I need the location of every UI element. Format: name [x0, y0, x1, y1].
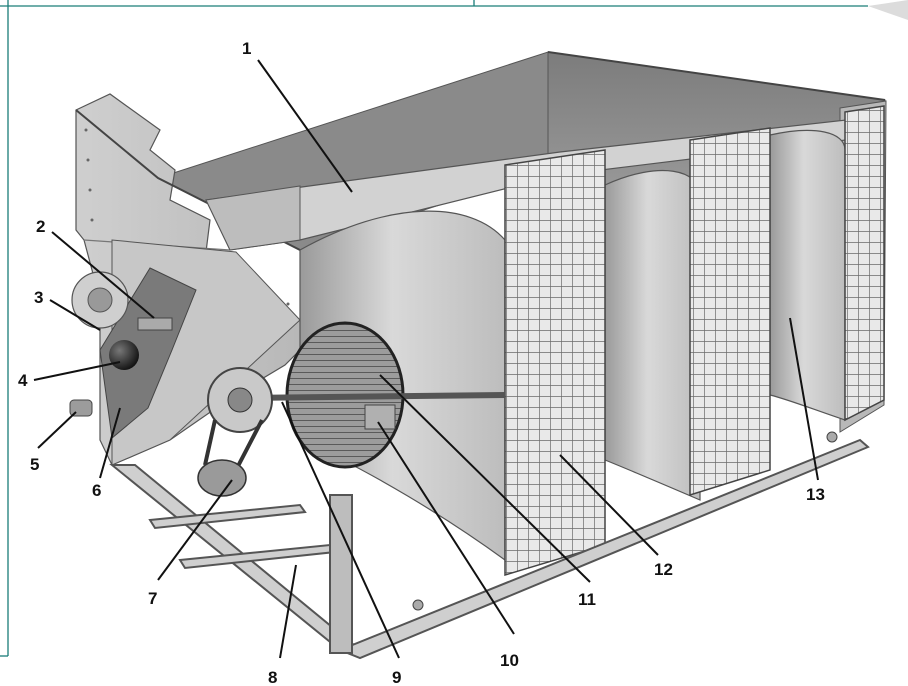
- drive-belt: [203, 419, 264, 471]
- callout-6: 6: [92, 481, 101, 500]
- callout-11: 11: [578, 590, 596, 609]
- access-cutout: [99, 267, 197, 439]
- callout-3: 3: [34, 288, 43, 307]
- fan-guard-1: [504, 149, 606, 577]
- callout-1: 1: [242, 39, 251, 58]
- callout-9: 9: [392, 668, 401, 686]
- callout-8: 8: [268, 668, 277, 686]
- callout-10: 10: [500, 651, 519, 670]
- callout-7: 7: [148, 589, 157, 608]
- leader-lines: [33, 59, 819, 659]
- callout-5: 5: [30, 455, 39, 474]
- fan-guard-3: [844, 105, 885, 422]
- callout-2: 2: [36, 217, 45, 236]
- callout-12: 12: [654, 560, 673, 579]
- fan-guard-2: [689, 127, 771, 497]
- fan-shaft: [239, 392, 506, 401]
- fan-motor: [197, 459, 247, 497]
- base-frame: [109, 438, 870, 660]
- callout-4: 4: [18, 371, 28, 390]
- fan-housing-3: [769, 129, 846, 421]
- float-ball: [109, 340, 139, 370]
- page-frame: [0, 0, 908, 657]
- fan-housing-2: [604, 169, 701, 501]
- callout-13: 13: [806, 485, 825, 504]
